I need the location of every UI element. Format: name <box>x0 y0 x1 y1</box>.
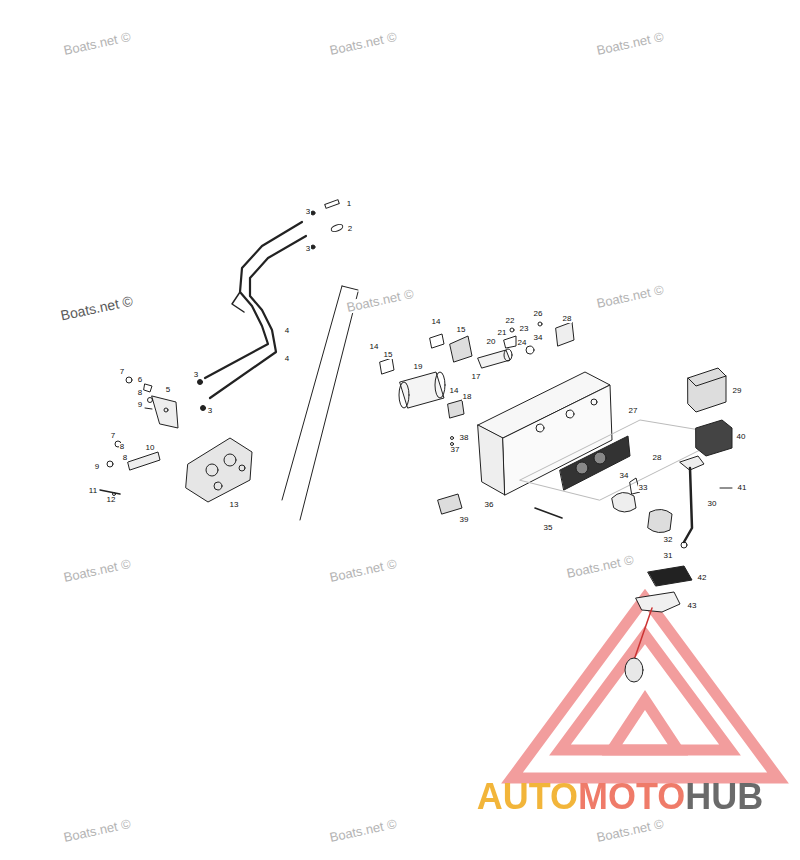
callout-number: 8 <box>137 389 143 397</box>
callout-number: 10 <box>145 444 156 452</box>
callout-number: 15 <box>456 326 467 334</box>
callout-number: 34 <box>619 472 630 480</box>
watermark: Boats.net © <box>327 556 398 583</box>
callout-number: 28 <box>562 315 573 323</box>
callout-number: 20 <box>486 338 497 346</box>
watermark: Boats.net © <box>327 29 398 56</box>
callout-number: 4 <box>284 355 290 363</box>
callout-number: 12 <box>106 496 117 504</box>
callout-number: 37 <box>450 446 461 454</box>
callout-number: 27 <box>628 407 639 415</box>
callout-number: 15 <box>383 351 394 359</box>
callout-number: 11 <box>88 487 98 495</box>
callout-number: 7 <box>119 368 125 376</box>
callout-number: 23 <box>519 325 530 333</box>
callout-number: 31 <box>663 552 674 560</box>
watermark: Boats.net © <box>61 29 132 56</box>
callout-number: 24 <box>517 339 528 347</box>
logo-mark <box>512 598 778 778</box>
watermark: Boats.net © <box>61 816 132 843</box>
watermark: Boats.net © <box>327 816 398 843</box>
callout-number: 1 <box>346 200 352 208</box>
callout-number: 35 <box>543 524 554 532</box>
callout-number: 8 <box>122 454 128 462</box>
callout-number: 33 <box>638 484 649 492</box>
logo-text: AUTOMOTOHUB <box>477 779 764 815</box>
callout-number: 14 <box>431 318 442 326</box>
callout-number: 26 <box>533 310 544 318</box>
callout-number: 29 <box>732 387 743 395</box>
callout-number: 3 <box>305 245 311 253</box>
callout-number: 39 <box>459 516 470 524</box>
callout-number: 3 <box>305 208 311 216</box>
watermark: Boats.net © <box>594 29 665 56</box>
callout-number: 4 <box>284 327 290 335</box>
callout-number: 42 <box>697 574 708 582</box>
callout-number: 38 <box>459 434 470 442</box>
callout-number: 6 <box>137 376 143 384</box>
callout-number: 8 <box>119 443 125 451</box>
callout-number: 17 <box>471 373 482 381</box>
callout-number: 18 <box>462 393 473 401</box>
callout-number: 21 <box>497 329 508 337</box>
callout-number: 30 <box>707 500 718 508</box>
callout-number: 14 <box>369 343 380 351</box>
callout-number: 40 <box>736 433 747 441</box>
callout-number: 5 <box>165 386 171 394</box>
callout-number: 28 <box>652 454 663 462</box>
watermark: Boats.net © <box>564 552 635 579</box>
callout-number: 2 <box>347 225 353 233</box>
callout-number: 34 <box>533 334 544 342</box>
callout-number: 41 <box>737 484 748 492</box>
callout-number: 14 <box>449 387 460 395</box>
callout-number: 43 <box>687 602 698 610</box>
watermark: Boats.net © <box>344 286 415 313</box>
callout-number: 9 <box>137 401 143 409</box>
callout-number: 9 <box>94 463 100 471</box>
callout-number: 32 <box>663 536 674 544</box>
watermark: Boats.net © <box>594 816 665 843</box>
callout-number: 36 <box>484 501 495 509</box>
callout-number: 13 <box>229 501 240 509</box>
watermark: Boats.net © <box>59 293 136 322</box>
callout-number: 22 <box>505 317 516 325</box>
callout-number: 3 <box>207 407 213 415</box>
callout-number: 19 <box>413 363 424 371</box>
callout-number: 3 <box>193 371 199 379</box>
watermark: Boats.net © <box>594 282 665 309</box>
callout-number: 7 <box>110 432 116 440</box>
watermark: Boats.net © <box>61 556 132 583</box>
